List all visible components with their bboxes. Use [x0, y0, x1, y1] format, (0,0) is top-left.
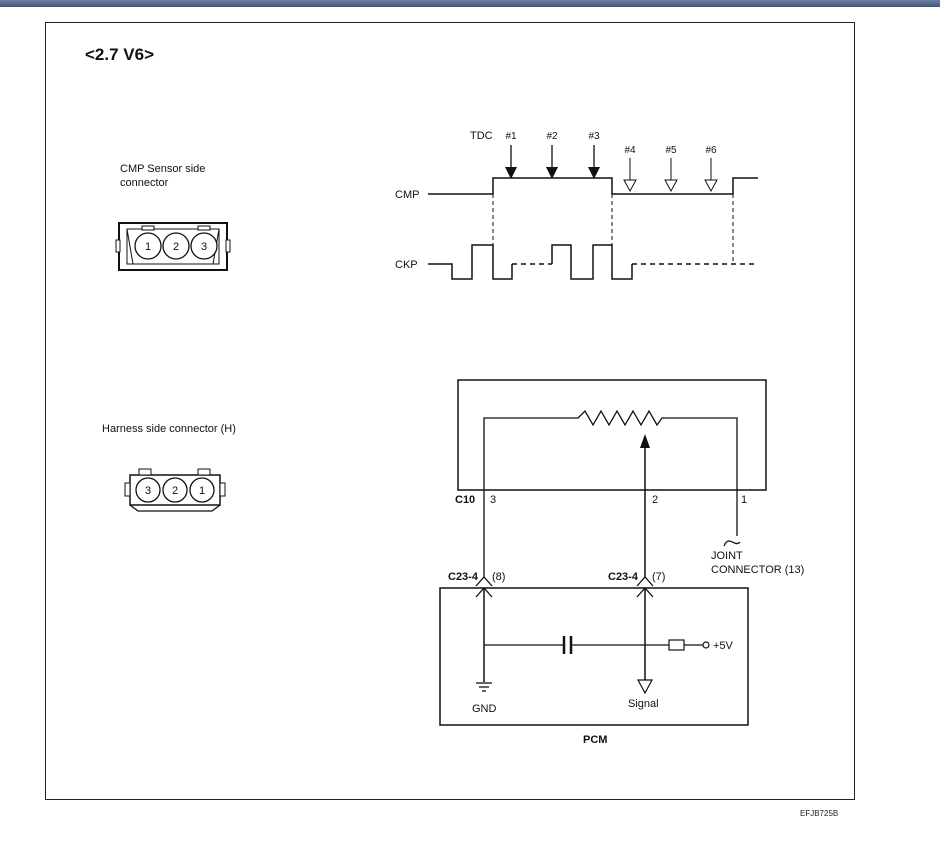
- joint-connector-line2: CONNECTOR (13): [711, 564, 804, 576]
- supply-label: +5V: [713, 640, 734, 652]
- sensor-pin-label: 3: [490, 494, 496, 506]
- cmp-signal-label: CMP: [395, 189, 419, 201]
- ckp-signal-trace: [551, 244, 633, 280]
- joint-tilde-icon: [723, 540, 741, 547]
- pullup-resistor: [668, 639, 685, 651]
- tdc-arrow-hollow: [664, 179, 678, 193]
- cmp-pin-3: [190, 232, 218, 260]
- cylinder-label: #4: [624, 145, 636, 156]
- pcm-pin-right: (7): [652, 571, 665, 583]
- pcm-box: [439, 587, 749, 726]
- sensor-pin-label: 2: [652, 494, 658, 506]
- pcm-connector-right: C23-4: [608, 571, 639, 583]
- harness-pin-3: [135, 477, 161, 503]
- cmp-pin-label: 1: [145, 241, 151, 253]
- harness-pin-label: 3: [145, 485, 151, 497]
- cmp-pin-2: [162, 232, 190, 260]
- cmp-ckp-waveform: TDC #1 #2 #3 #4 #5 #6 CMP CKP: [395, 130, 758, 280]
- harness-pin-2: [162, 477, 188, 503]
- cmp-pin-label: 3: [201, 241, 207, 253]
- signal-label: Signal: [628, 698, 659, 710]
- harness-connector-label: Harness side connector (H): [102, 423, 236, 435]
- cylinder-label: #3: [588, 131, 600, 142]
- signal-terminal-icon: [636, 679, 654, 695]
- sensor-circuit: C10 3 2 1 JOINT CONNECTOR (13) C23-4 (8)…: [439, 379, 804, 746]
- harness-side-connector: Harness side connector (H) 3 2 1: [102, 423, 236, 512]
- joint-connector-line1: JOINT: [711, 550, 743, 562]
- tdc-arrow-solid: [546, 167, 558, 179]
- tdc-arrow-hollow: [704, 179, 718, 193]
- ckp-signal-label: CKP: [395, 259, 418, 271]
- cylinder-label: #2: [546, 131, 558, 142]
- page-title: <2.7 V6>: [85, 45, 154, 64]
- cmp-sensor-connector: CMP Sensor side connector 1 2 3: [115, 163, 231, 271]
- tdc-label: TDC: [470, 130, 493, 142]
- harness-pin-label: 2: [172, 485, 178, 497]
- tdc-arrow-solid: [505, 167, 517, 179]
- window-top-bar: [0, 0, 940, 7]
- cylinder-label: #6: [705, 145, 717, 156]
- harness-pin-1: [189, 477, 215, 503]
- sensor-connector-label: C10: [455, 494, 475, 506]
- wiper-arrow: [640, 434, 650, 448]
- cmp-signal-trace: [428, 177, 758, 195]
- sensor-resistor-wire: [483, 409, 738, 577]
- tdc-arrow-solid: [588, 167, 600, 179]
- cylinder-label: #1: [505, 131, 517, 142]
- ckp-signal-trace: [428, 244, 513, 280]
- cmp-pin-1: [134, 232, 162, 260]
- pcm-connector-left: C23-4: [448, 571, 479, 583]
- cmp-connector-label-line2: connector: [120, 177, 169, 189]
- cylinder-label: #5: [665, 145, 677, 156]
- supply-terminal-icon: [702, 641, 710, 649]
- harness-pin-label: 1: [199, 485, 205, 497]
- cmp-pin-label: 2: [173, 241, 179, 253]
- pcm-pin-left: (8): [492, 571, 505, 583]
- cmp-connector-label-line1: CMP Sensor side: [120, 163, 205, 175]
- pcm-label: PCM: [583, 734, 607, 746]
- diagram-frame: [45, 22, 855, 800]
- cmp-sensor-box: [457, 379, 767, 491]
- gnd-label: GND: [472, 703, 497, 715]
- sensor-pin-label: 1: [741, 494, 747, 506]
- tdc-arrow-hollow: [623, 179, 637, 193]
- figure-code: EFJB725B: [800, 809, 839, 818]
